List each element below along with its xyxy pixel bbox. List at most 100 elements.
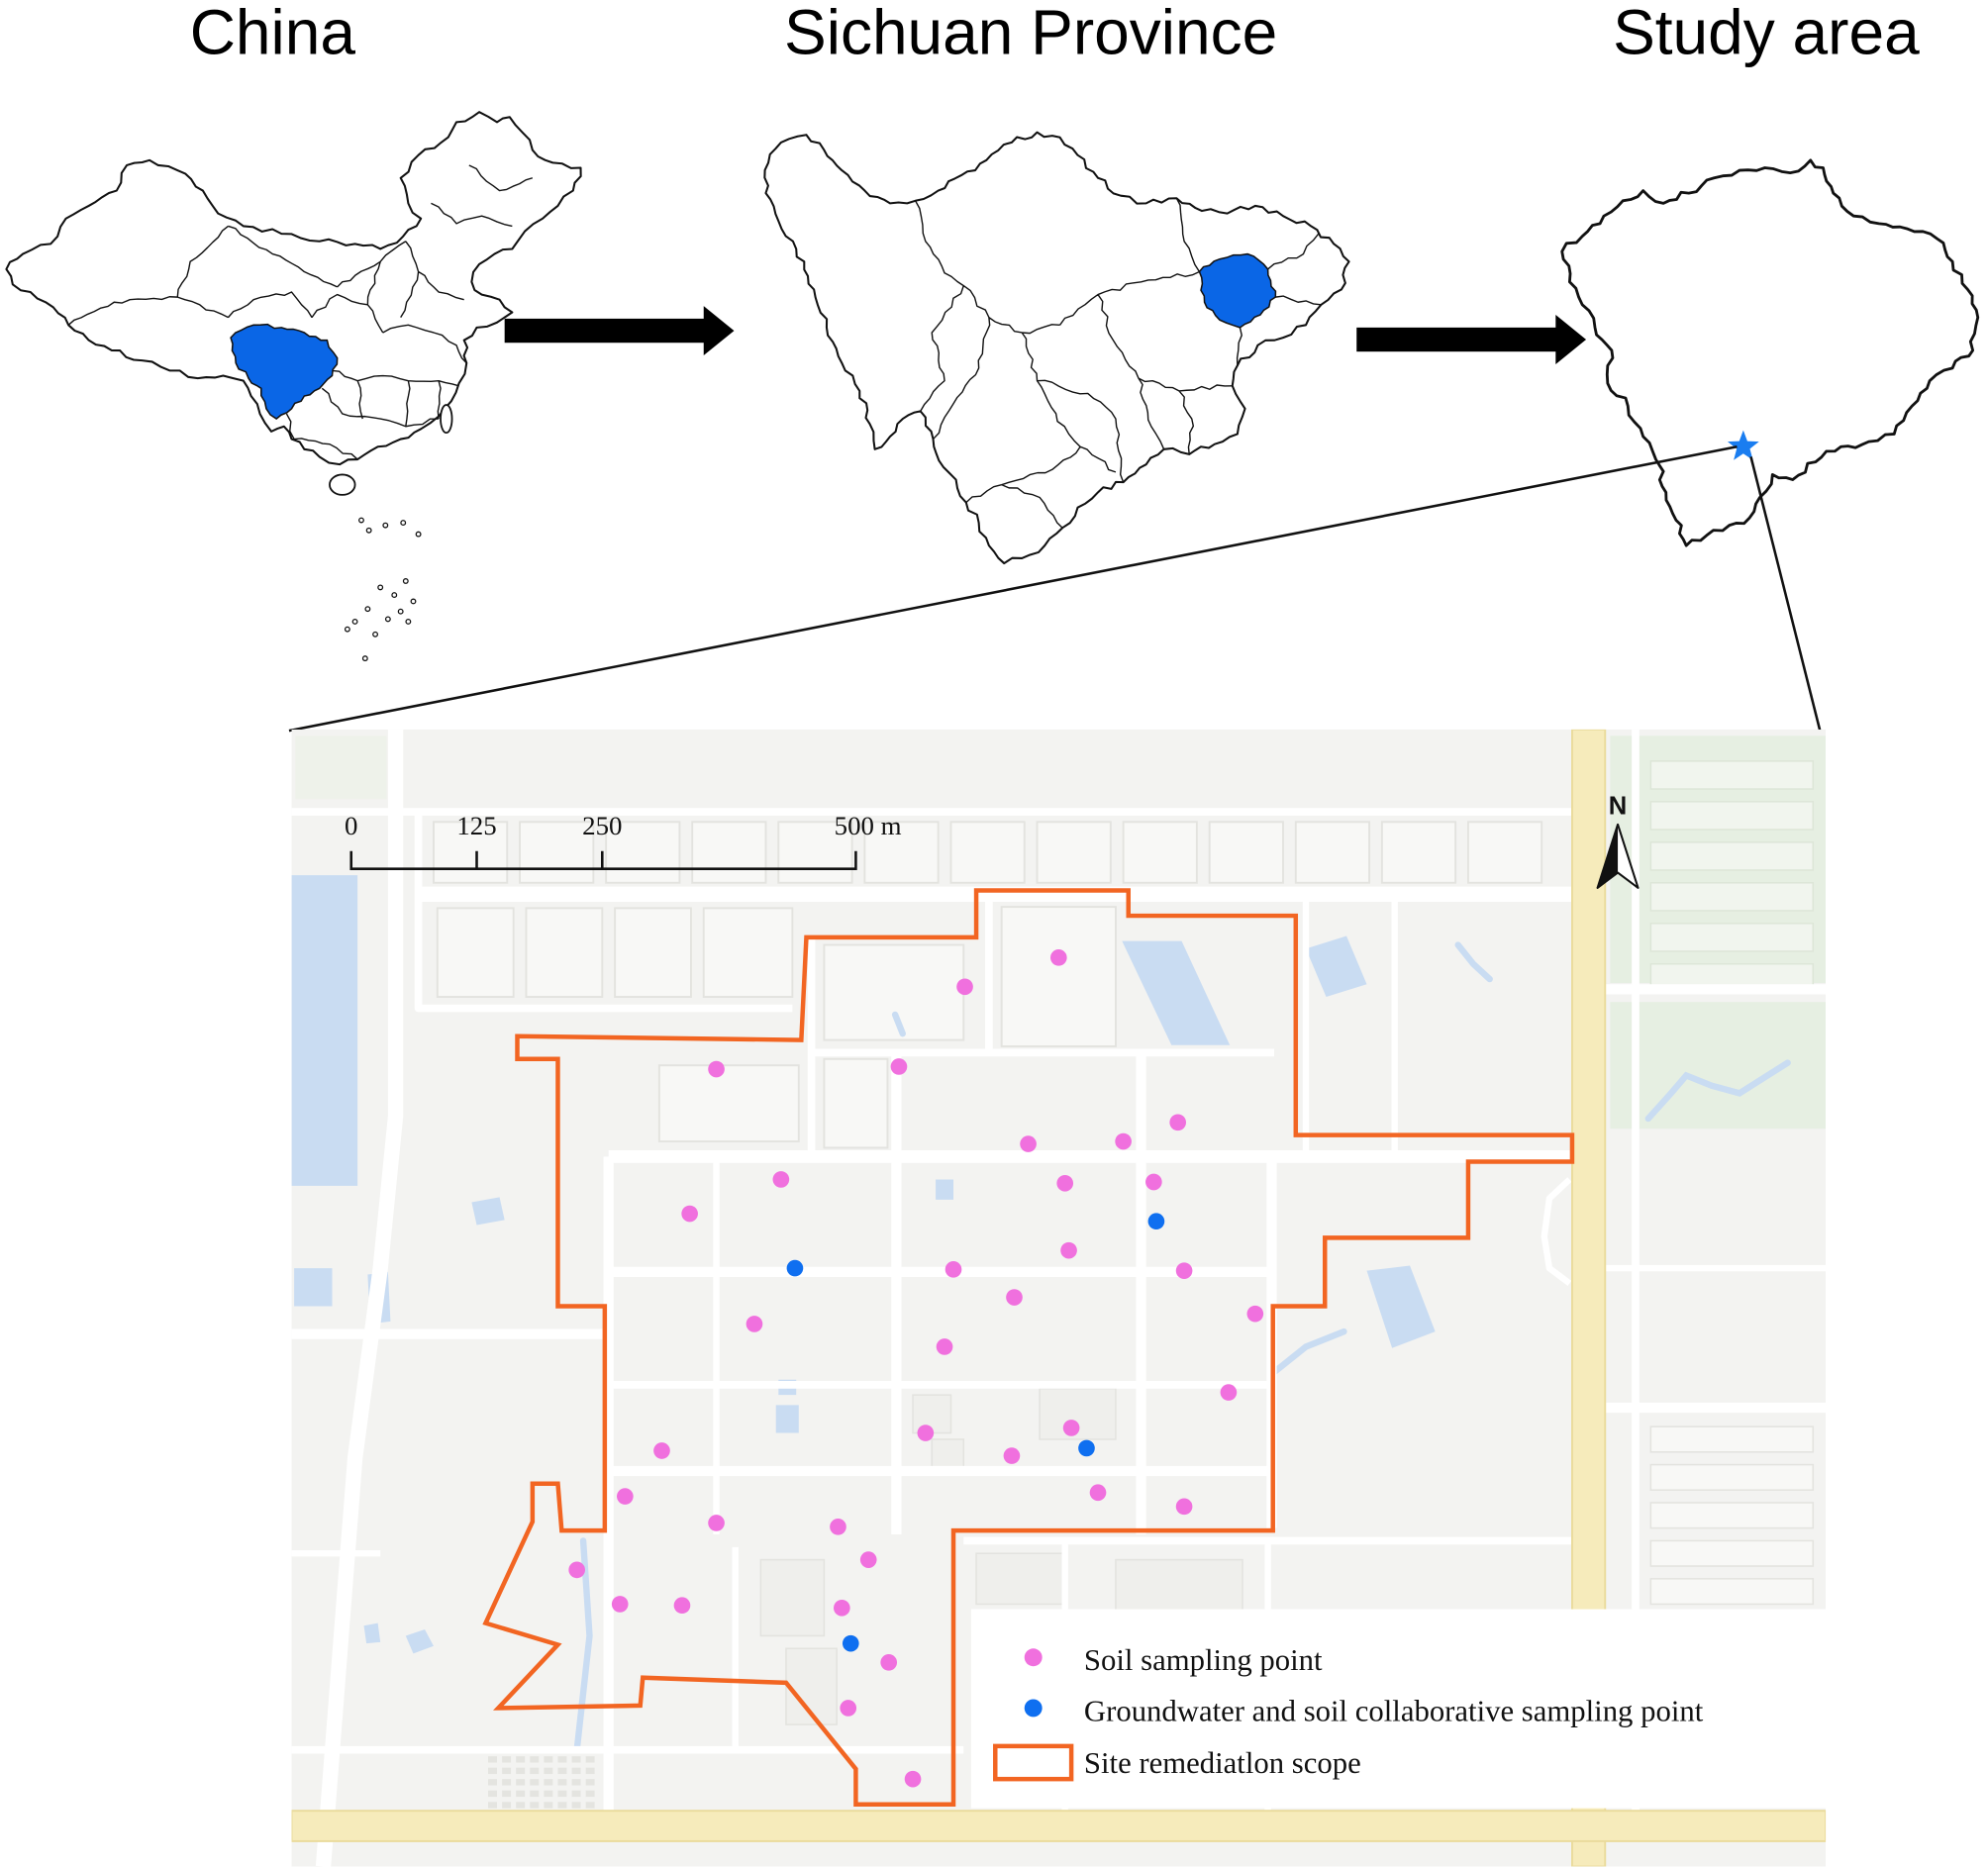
soil-sampling-point [673,1597,691,1615]
china-outline [5,111,582,466]
legend-remediation-scope-label: Site remediatlon scope [1084,1746,1361,1780]
soil-sampling-point [1056,1174,1074,1192]
city-block [1208,821,1284,884]
soil-sampling-point [1220,1384,1238,1401]
soil-sampling-point [1175,1498,1193,1516]
island-dot [402,578,409,584]
building [488,1779,497,1786]
residential-row [1649,1502,1815,1529]
island-dot [397,608,404,615]
building [975,1552,1066,1606]
north-arrow-icon: N [1596,793,1640,889]
major-road-horizontal [291,1810,1827,1842]
island-dot [415,531,422,538]
residential-row [1649,882,1815,912]
island-dot [372,631,379,638]
city-block [1380,821,1457,884]
soil-sampling-point [1049,949,1067,966]
road [1541,1177,1572,1287]
building [544,1779,553,1786]
building [488,1767,497,1775]
study-area-outline [1560,158,1980,547]
island-dot [405,619,412,625]
water-body [294,1268,333,1307]
building [502,1790,512,1798]
arrow-china-to-sichuan [504,306,735,356]
city-block [777,821,853,884]
soil-sampling-point [890,1058,908,1075]
building [530,1802,540,1809]
building [502,1779,512,1786]
soil-sampling-point [617,1488,634,1505]
arrow-sichuan-to-study-area [1356,315,1587,365]
building [530,1779,540,1786]
building [516,1767,526,1775]
building [488,1802,497,1809]
building [571,1779,581,1786]
residential-row [1649,801,1815,831]
river [1270,1327,1347,1376]
city-block [823,943,965,1041]
road [315,729,404,1867]
building [544,1790,553,1798]
china-map [5,111,582,662]
water-body [1366,1265,1436,1348]
building [557,1756,567,1763]
city-block [519,821,595,884]
building [557,1779,567,1786]
soil-sampling-point [1175,1262,1193,1279]
arrow-shaft [1356,327,1560,352]
building [516,1790,526,1798]
water-body [1122,940,1231,1045]
arrow-head [703,306,735,356]
island-dot [384,616,391,623]
building [557,1767,567,1775]
soil-sampling-point [1062,1420,1080,1436]
city-block [1000,906,1117,1047]
river [891,1011,906,1037]
north-arrow-fill [1597,824,1619,888]
building [530,1756,540,1763]
soil-sampling-point [834,1599,850,1617]
city-block [863,821,940,884]
building [557,1790,567,1798]
building [544,1767,553,1775]
water-body [363,1622,381,1644]
groundwater-sampling-point [1078,1439,1095,1457]
river [1454,941,1493,983]
scale-label-250: 250 [582,811,622,840]
green-area [295,736,387,800]
basemap-water [291,875,1791,1753]
soil-sampling-point [681,1205,698,1223]
city-block [1294,821,1371,884]
south-china-sea-islands [329,404,453,662]
groundwater-sampling-point [842,1634,859,1652]
soil-sampling-point [708,1515,725,1531]
hainan-island [329,473,356,496]
soil-sampling-point [568,1561,586,1579]
building [516,1756,526,1763]
china-title: China [190,0,356,67]
scale-label-125: 125 [456,811,496,840]
island-dot [377,584,384,591]
building [585,1767,595,1775]
legend-soil-point-symbol [1024,1648,1043,1667]
water-body [405,1629,434,1654]
soil-sampling-point [1089,1484,1107,1502]
residential-row [1649,922,1815,952]
soil-sampling-point [746,1316,763,1332]
building [516,1802,526,1809]
island-dot [410,598,417,605]
city-block [823,1057,889,1149]
building [530,1767,540,1775]
city-block [657,1064,800,1142]
island-dot [365,527,372,534]
building [759,1558,826,1637]
study-area-title: Study area [1613,0,1920,67]
building [571,1767,581,1775]
study-area-map [1560,158,1980,547]
legend-groundwater-point-symbol [1024,1699,1043,1718]
soil-sampling-point [1060,1241,1077,1259]
city-block [1122,821,1198,884]
